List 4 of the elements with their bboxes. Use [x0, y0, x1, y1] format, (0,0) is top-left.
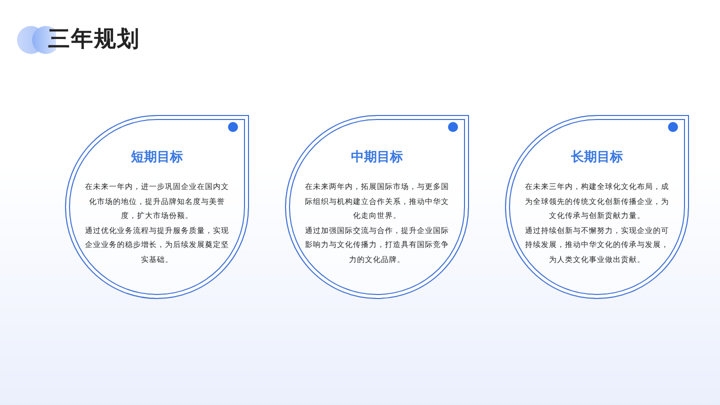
card-heading: 中期目标 — [350, 149, 404, 166]
card-heading: 短期目标 — [130, 149, 184, 166]
card-heading: 长期目标 — [570, 149, 624, 166]
page-title: 三年规划 — [48, 26, 140, 54]
